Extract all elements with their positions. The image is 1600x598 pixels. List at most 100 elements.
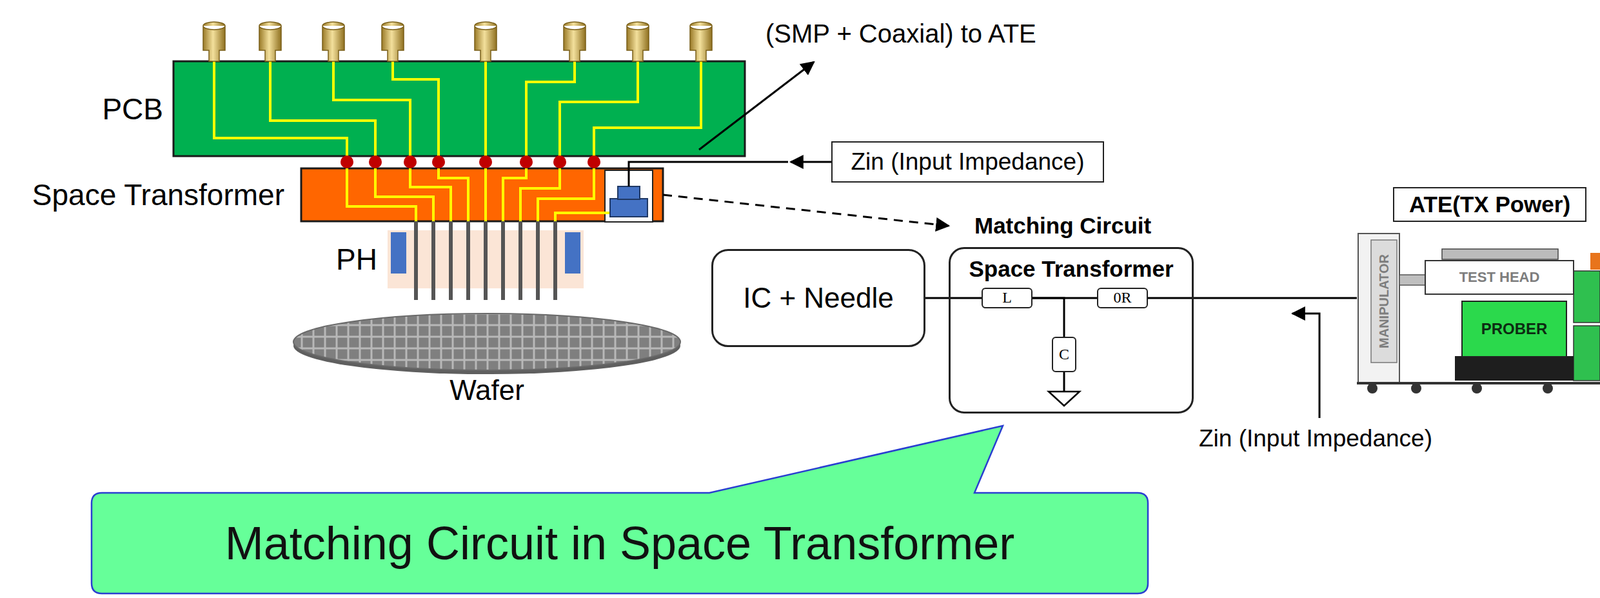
pcb-trace: [593, 61, 702, 157]
space-transformer: Space Transformer: [301, 168, 663, 222]
pcb-trace: [270, 61, 376, 157]
pcb-trace: [559, 61, 638, 157]
manipulator-column: [1371, 239, 1397, 363]
solder-dot: [432, 155, 445, 169]
wafer: Wafer: [293, 313, 681, 375]
equipment-label: PROBER: [1481, 319, 1548, 338]
manipulator-frame: [1358, 233, 1400, 384]
probe-needle: [535, 221, 540, 300]
prober-box: PROBER: [1461, 300, 1568, 358]
smp-connector: [259, 21, 282, 62]
probe-needle: [414, 221, 418, 300]
probe-needle: [448, 221, 453, 300]
connection-note: (SMP + Coaxial) to ATE: [765, 18, 1037, 49]
manipulator-arm: [1399, 274, 1426, 286]
ate-cabinet: [1573, 270, 1600, 323]
probe-needle: [553, 221, 558, 300]
pcb-trace: [392, 61, 439, 157]
part-label: Space Transformer: [32, 177, 285, 213]
smp-connector: [203, 21, 226, 62]
pcb-board: PCB: [173, 61, 745, 157]
equipment-label: TEST HEAD: [1459, 268, 1541, 286]
circuit-wire: [1147, 297, 1357, 300]
impedance-box: Zin (Input Impedance): [831, 141, 1105, 183]
component-label: L: [1002, 288, 1012, 307]
pcb-trace: [526, 61, 575, 157]
coax-cable: [628, 161, 789, 187]
resistor-symbol: 0R: [1096, 287, 1148, 309]
pcb-body: [173, 61, 745, 157]
pcb-trace: [484, 61, 487, 157]
probe-needle: [518, 221, 523, 300]
dashed-arrow: [662, 194, 949, 226]
circuit-wire: [1063, 372, 1066, 392]
solder-dot: [479, 155, 493, 169]
st-trace: [520, 168, 560, 222]
test-head-plate: [1441, 248, 1559, 260]
equipment-label: MANIPULATOR: [1376, 254, 1392, 349]
wafer-surface: [293, 313, 681, 371]
component-label: C: [1058, 345, 1070, 364]
smp-connector: [690, 21, 712, 62]
smp-connector: [563, 21, 586, 62]
part-label: PCB: [101, 91, 164, 126]
ic-needle-box: IC + Needle: [711, 248, 926, 347]
solder-dot: [553, 155, 567, 169]
solder-dot: [368, 155, 382, 169]
pcb-trace: [333, 61, 411, 157]
probe-needle: [466, 221, 471, 300]
equipment-wheel: [1542, 383, 1553, 394]
box-label: IC + Needle: [742, 281, 894, 315]
space-transformer-body: [301, 168, 663, 222]
st-trace: [503, 168, 527, 222]
matching-component: [610, 198, 648, 217]
st-trace: [375, 168, 434, 222]
equipment-wheel: [1471, 383, 1482, 394]
part-label: PH: [335, 242, 378, 277]
solder-dot: [587, 155, 601, 169]
equipment-wheel: [1411, 383, 1422, 394]
st-trace: [410, 168, 451, 222]
solder-dot: [519, 155, 533, 169]
probe-head: PH: [387, 230, 584, 289]
capacitor-symbol: C: [1051, 336, 1077, 373]
part-label: Wafer: [449, 374, 525, 407]
smp-connector: [322, 21, 345, 62]
callout-text: Matching Circuit in Space Transformer: [225, 516, 1015, 571]
box-label: ATE(TX Power): [1409, 191, 1571, 218]
callout-box: Matching Circuit in Space Transformer: [91, 492, 1148, 594]
ate-cabinet: [1573, 325, 1600, 381]
solder-dot: [340, 155, 354, 169]
smp-connector: [626, 21, 649, 62]
st-trace: [438, 168, 469, 222]
st-trace: [346, 168, 416, 222]
inductor-symbol: L: [981, 287, 1033, 309]
probe-head-block: [390, 232, 407, 274]
probe-head-block: [564, 232, 581, 274]
ate-cabinet: [1590, 252, 1600, 270]
leader-arrow: [1292, 313, 1320, 418]
impedance-label: Zin (Input Impedance): [1198, 424, 1433, 453]
prober-base: [1454, 355, 1574, 381]
st-trace: [555, 212, 610, 222]
leader-arrow: [699, 61, 814, 150]
probe-needle: [483, 221, 488, 300]
box-heading: Space Transformer: [968, 256, 1174, 282]
component-label: 0R: [1113, 288, 1132, 307]
probe-needle: [431, 221, 436, 300]
probe-needle: [501, 221, 505, 300]
circuit-wire: [925, 297, 982, 300]
pcb-trace: [214, 61, 347, 157]
equipment-wheel: [1367, 383, 1378, 394]
callout-shape: [91, 425, 1148, 594]
box-label: Zin (Input Impedance): [851, 148, 1085, 177]
matching-component: [617, 186, 640, 200]
solder-dot: [403, 155, 417, 169]
st-trace: [484, 168, 487, 222]
test-head-body: [1425, 260, 1574, 295]
smp-connector: [474, 21, 497, 62]
ate-box: ATE(TX Power): [1392, 187, 1587, 222]
box-heading: Matching Circuit: [974, 212, 1152, 239]
